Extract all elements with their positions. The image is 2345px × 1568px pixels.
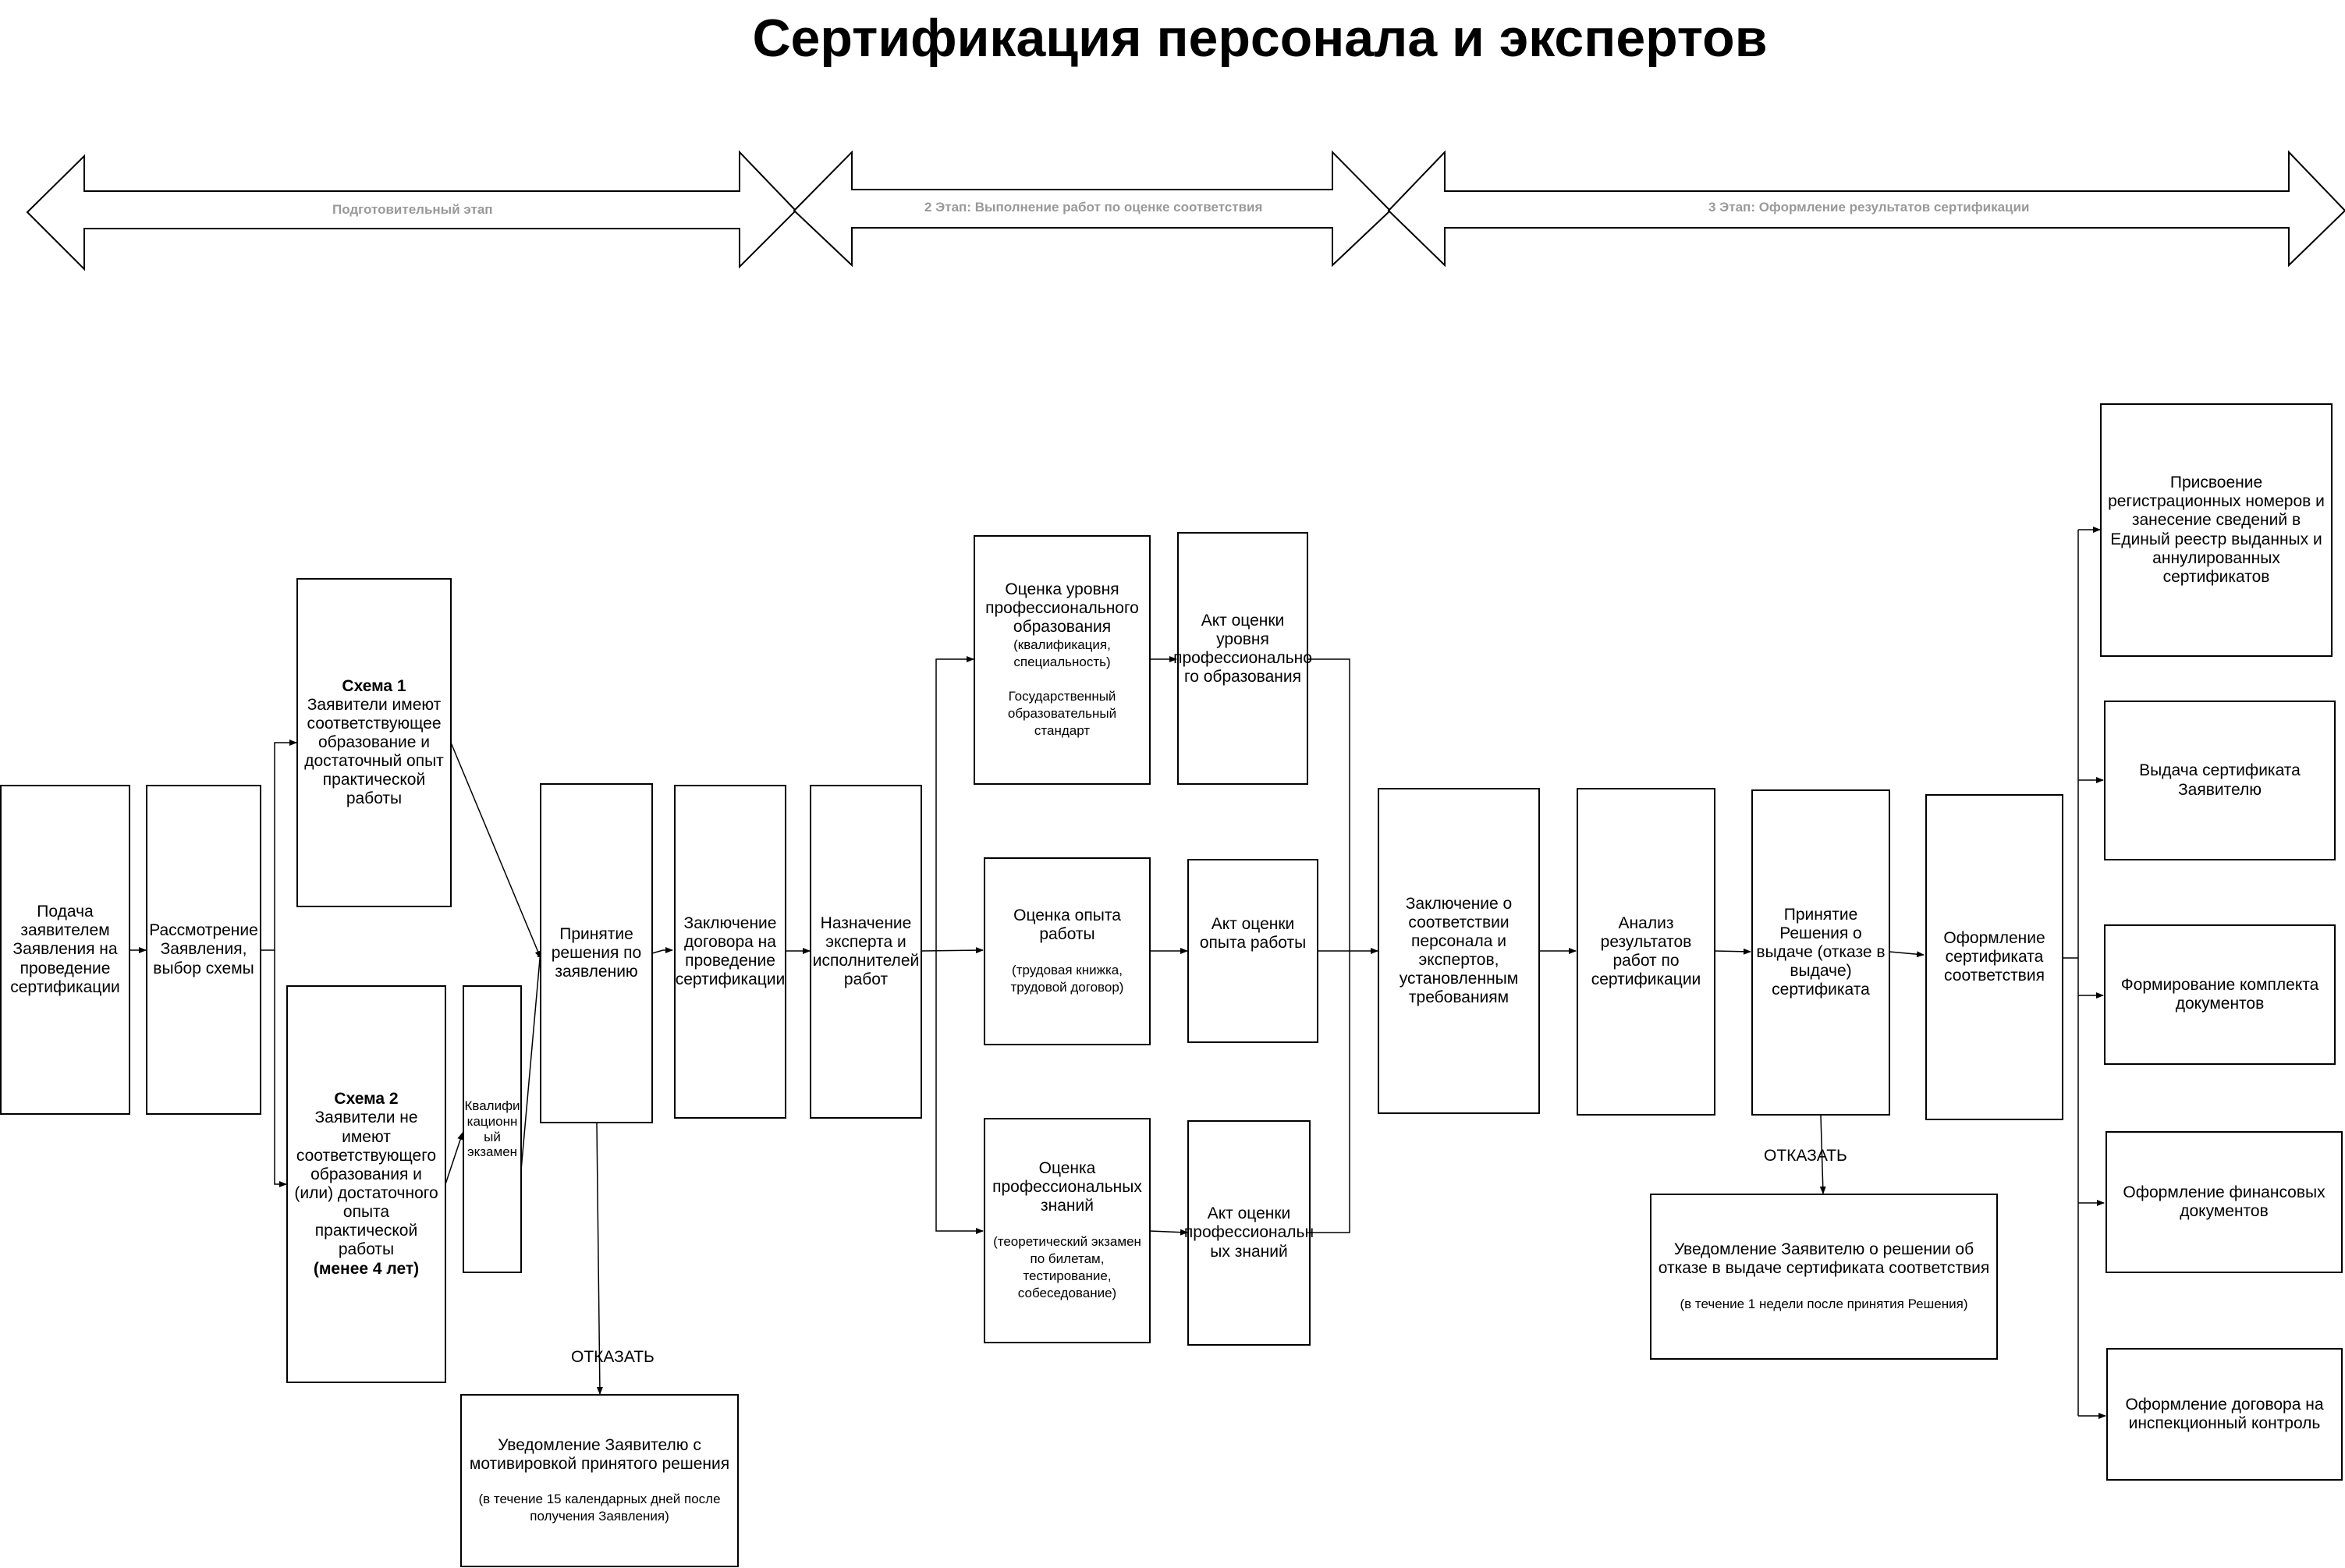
- box-appoint-expert: Назначение эксперта и исполнителей работ: [810, 785, 922, 1119]
- box-scheme-1: Схема 1 Заявители имеют соответствующее …: [296, 578, 452, 907]
- stage-label-1: Подготовительный этап: [332, 202, 493, 217]
- box-issue-decision: Принятие Решения о выдаче (отказе в выда…: [1751, 789, 1890, 1116]
- box-analysis: Анализ результатов работ по сертификации: [1577, 788, 1715, 1116]
- box-decision: Принятие решения по заявлению: [540, 783, 653, 1123]
- box-documents-set: Формирование комплекта документов: [2104, 924, 2336, 1065]
- box-registration-numbers: Присвоение регистрационных номеров и зан…: [2100, 403, 2333, 657]
- box-review-text: Рассмотрение Заявления, выбор схемы: [149, 921, 258, 977]
- education-evaluation-standard: Государственный образовательный стандарт: [1007, 689, 1117, 739]
- knowledge-evaluation-sub: (теоретический экзамен по билетам, тести…: [993, 1233, 1141, 1300]
- notify-1-title: Уведомление Заявителю с мотивировкой при…: [469, 1435, 730, 1473]
- issue-decision-text: Принятие Решения о выдаче (отказе в выда…: [1756, 905, 1886, 999]
- experience-evaluation-sub: (трудовая книжка, трудовой договор): [1010, 962, 1124, 995]
- qualification-exam-text: Квалифи кационн ый экзамен: [464, 1098, 520, 1160]
- act-knowledge-text: Акт оценки профессиональн ых знаний: [1183, 1204, 1314, 1261]
- formalize-certificate-text: Оформление сертификата соответствия: [1943, 928, 2045, 985]
- education-evaluation-title: Оценка уровня профессионального образова…: [985, 580, 1139, 636]
- refuse-label-1: ОТКАЗАТЬ: [571, 1348, 655, 1366]
- scheme-2-bold-note: (менее 4 лет): [313, 1259, 420, 1278]
- box-experience-evaluation: Оценка опыта работы (трудовая книжка, тр…: [984, 857, 1151, 1045]
- knowledge-evaluation-title: Оценка профессиональных знаний: [992, 1159, 1142, 1215]
- scheme-1-text: Заявители имеют соответствующее образова…: [304, 695, 444, 808]
- box-financial-documents: Оформление финансовых документов: [2106, 1131, 2343, 1273]
- inspection-contract-text: Оформление договора на инспекционный кон…: [2125, 1395, 2324, 1432]
- box-knowledge-evaluation: Оценка профессиональных знаний (теоретич…: [984, 1118, 1151, 1343]
- notify-2-title: Уведомление Заявителю о решении об отказ…: [1658, 1240, 1990, 1278]
- contract-text: Заключение договора на проведение сертиф…: [675, 913, 786, 989]
- notify-2-sub: (в течение 1 недели после принятия Решен…: [1680, 1296, 1968, 1311]
- experience-evaluation-title: Оценка опыта работы: [1013, 906, 1121, 944]
- act-education-text: Акт оценки уровня профессионально го обр…: [1173, 612, 1312, 686]
- box-scheme-2: Схема 2 Заявители не имеют соответствующ…: [286, 985, 446, 1383]
- act-experience-text: Акт оценки опыта работы: [1199, 915, 1307, 953]
- box-act-education: Акт оценки уровня профессионально го обр…: [1173, 532, 1312, 785]
- box-qualification-exam: Квалифи кационн ый экзамен: [463, 985, 522, 1273]
- refuse-label-2: ОТКАЗАТЬ: [1764, 1147, 1847, 1165]
- scheme-2-text: Заявители не имеют соответствующего обра…: [294, 1109, 438, 1259]
- box-notify-applicant-1: Уведомление Заявителю с мотивировкой при…: [460, 1394, 739, 1567]
- box-act-knowledge: Акт оценки профессиональн ых знаний: [1183, 1120, 1314, 1346]
- box-review-application: Рассмотрение Заявления, выбор схемы: [146, 785, 261, 1115]
- box-submit-text: Подача заявителем Заявления на проведени…: [10, 903, 120, 996]
- box-inspection-contract: Оформление договора на инспекционный кон…: [2106, 1348, 2343, 1481]
- scheme-1-title: Схема 1: [342, 676, 406, 695]
- appoint-expert-text: Назначение эксперта и исполнителей работ: [812, 913, 920, 989]
- registration-numbers-text: Присвоение регистрационных номеров и зан…: [2108, 474, 2325, 586]
- box-contract: Заключение договора на проведение сертиф…: [674, 785, 786, 1119]
- stage-arrow-3: [1387, 150, 2345, 268]
- box-act-experience: Акт оценки опыта работы: [1187, 859, 1318, 1043]
- box-conclusion: Заключение о соответствии персонала и эк…: [1378, 788, 1540, 1114]
- notify-1-sub: (в течение 15 календарных дней после пол…: [478, 1492, 721, 1524]
- analysis-text: Анализ результатов работ по сертификации: [1591, 913, 1701, 989]
- box-submit-application: Подача заявителем Заявления на проведени…: [0, 785, 130, 1115]
- give-certificate-text: Выдача сертификата Заявителю: [2139, 761, 2301, 799]
- box-notify-applicant-2: Уведомление Заявителю о решении об отказ…: [1650, 1194, 1998, 1360]
- box-education-evaluation: Оценка уровня профессионального образова…: [974, 535, 1151, 785]
- scheme-2-title: Схема 2: [334, 1090, 399, 1109]
- education-evaluation-sub: (квалификация, специальность): [1013, 637, 1111, 670]
- diagram-title: Сертификация персонала и экспертов: [752, 9, 1768, 68]
- financial-documents-text: Оформление финансовых документов: [2123, 1183, 2325, 1220]
- stage-label-2: 2 Этап: Выполнение работ по оценке соотв…: [924, 200, 1263, 215]
- documents-set-text: Формирование комплекта документов: [2120, 975, 2319, 1013]
- conclusion-text: Заключение о соответствии персонала и эк…: [1399, 894, 1519, 1007]
- box-formalize-certificate: Оформление сертификата соответствия: [1925, 794, 2063, 1120]
- decision-text: Принятие решения по заявлению: [551, 924, 642, 981]
- box-give-certificate: Выдача сертификата Заявителю: [2104, 701, 2336, 860]
- stage-label-3: 3 Этап: Оформление результатов сертифика…: [1708, 200, 2030, 215]
